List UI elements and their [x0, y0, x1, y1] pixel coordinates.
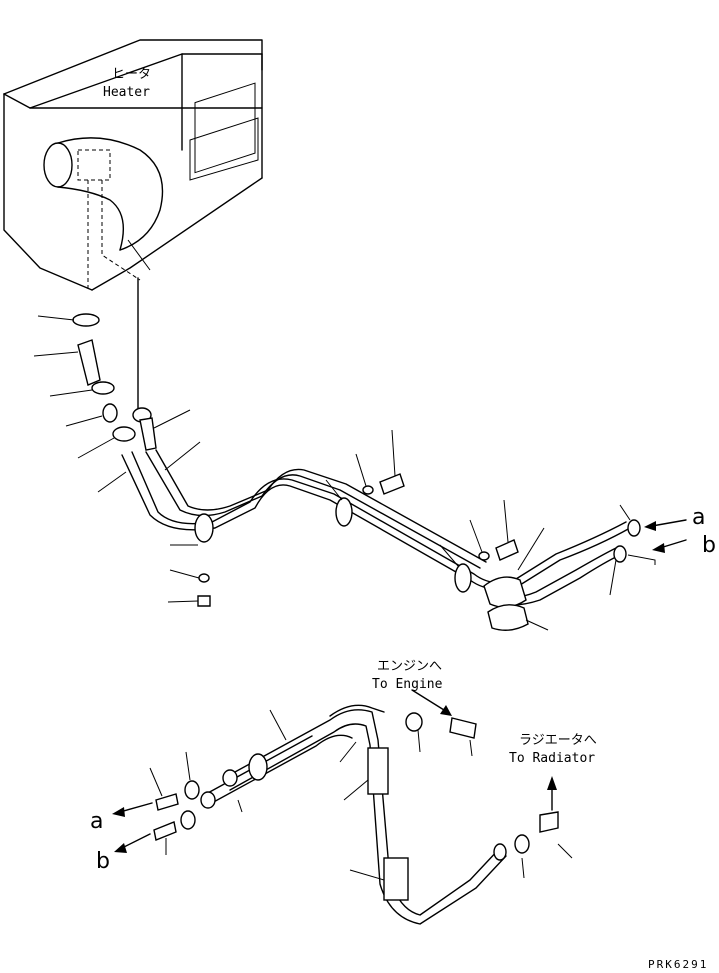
bolt-2: [495, 499, 519, 561]
ref-a-bottom: a: [90, 809, 103, 834]
elbow-hose: [33, 339, 101, 386]
leader-line: [609, 559, 617, 596]
leader-line: [237, 799, 243, 813]
hose-clamp-5: [184, 751, 200, 800]
ref-a-top: a: [692, 505, 705, 530]
engine-label-jp: エンジンへ: [377, 659, 442, 674]
hose-clamp-6: [180, 810, 196, 830]
leader-line: [619, 504, 631, 521]
leader-line: [525, 619, 549, 631]
arrow-a-top: [644, 519, 687, 531]
upper-pipe-assembly: [121, 449, 641, 631]
engine-connector: [405, 712, 477, 757]
bolt-1: [379, 429, 405, 495]
washer-2: [469, 519, 490, 561]
ref-b-top: b: [702, 533, 716, 558]
heater-label-jp: ヒータ: [112, 67, 151, 82]
leader-line: [325, 479, 343, 501]
leader-line: [349, 869, 385, 881]
lower-pipe-assembly: [200, 704, 507, 925]
radiator-connector: [539, 811, 573, 859]
hose-clamp-2: [49, 381, 115, 397]
pipe-stub-b: [153, 821, 177, 855]
leader-line: [343, 779, 369, 801]
pipe-stub-a: [149, 767, 179, 811]
leader-line: [439, 544, 459, 567]
leader-line: [339, 741, 357, 763]
leader-line: [97, 471, 127, 493]
ref-b-bottom: b: [96, 849, 110, 874]
arrow-to-radiator: [547, 776, 557, 811]
connector-1: [65, 403, 118, 427]
arrow-b-top: [627, 539, 687, 565]
radiator-label-en: To Radiator: [509, 751, 595, 766]
hose-clamp-1: [37, 313, 100, 327]
arrow-to-engine: [411, 689, 452, 716]
hose-clamp-4: [132, 407, 191, 451]
leader-line: [269, 709, 287, 741]
arrow-b-bottom: [114, 833, 151, 853]
hose-clamp-3: [77, 426, 136, 459]
radiator-label-jp: ラジエータへ: [519, 733, 597, 748]
engine-label-en: To Engine: [372, 677, 443, 692]
washer-1: [355, 453, 374, 495]
bolt-3: [167, 595, 211, 607]
drawing-code: PRK6291: [648, 958, 708, 971]
heater-unit: [3, 39, 263, 291]
arrow-a-bottom: [112, 802, 153, 817]
leader-line: [164, 441, 201, 471]
hose-clamp-7: [514, 834, 530, 879]
heater-label-en: Heater: [103, 85, 150, 100]
washer-3: [169, 569, 210, 583]
leader-line: [517, 527, 545, 571]
